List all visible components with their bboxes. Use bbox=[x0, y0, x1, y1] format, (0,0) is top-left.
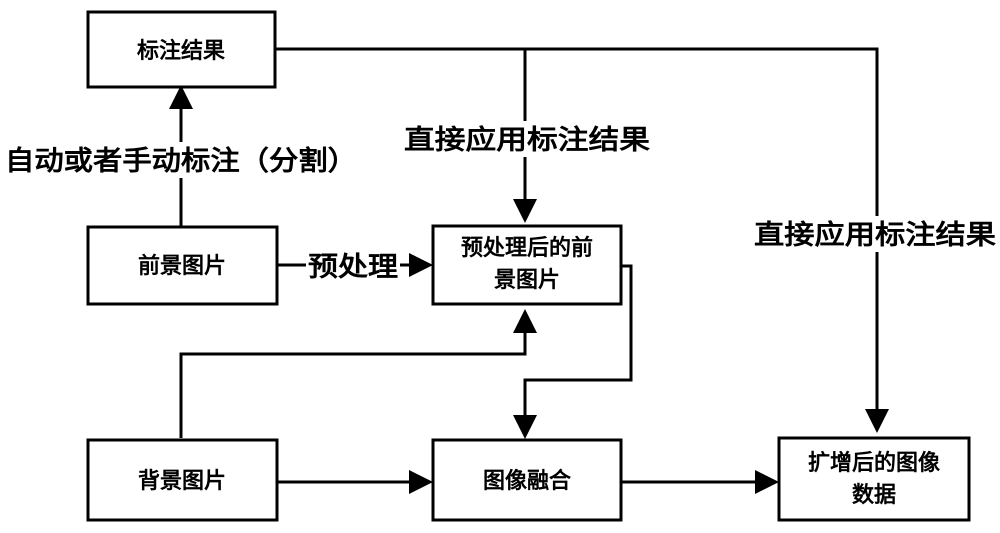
label-apply-annotation-middle: 直接应用标注结果 bbox=[404, 124, 650, 156]
node-image-fusion: 图像融合 bbox=[431, 438, 623, 522]
label-bg-apply-middle bbox=[402, 121, 652, 157]
label-auto-or-manual-annotation: 自动或者手动标注（分割） bbox=[5, 145, 357, 177]
node-annotation-result-label: 标注结果 bbox=[137, 38, 225, 64]
node-image-fusion-label: 图像融合 bbox=[483, 468, 572, 494]
node-augmented-data: 扩增后的图像 数据 bbox=[777, 436, 971, 522]
node-background-image-label: 背景图片 bbox=[138, 469, 226, 494]
label-bg-auto-annotation bbox=[0, 142, 362, 178]
node-background-image: 背景图片 bbox=[86, 438, 279, 522]
edge-annotation-to-augmented bbox=[276, 47, 889, 433]
edge-background-to-preprocessed bbox=[179, 309, 537, 438]
node-foreground-image: 前景图片 bbox=[86, 225, 279, 306]
label-bg-preprocess bbox=[306, 250, 400, 282]
node-foreground-image-label: 前景图片 bbox=[138, 253, 226, 279]
node-preprocessed-foreground-line2: 景图片 bbox=[494, 268, 560, 293]
node-preprocessed-foreground: 预处理后的前 景图片 bbox=[431, 224, 623, 306]
node-preprocessed-foreground-line1: 预处理后的前 bbox=[461, 235, 593, 261]
edge-preprocessed-to-fusion bbox=[513, 264, 633, 439]
label-apply-annotation-right: 直接应用标注结果 bbox=[754, 219, 996, 251]
node-augmented-data-line1: 扩增后的图像 bbox=[808, 450, 941, 476]
label-bg-apply-right bbox=[752, 216, 998, 252]
node-annotation-result: 标注结果 bbox=[86, 10, 277, 89]
node-augmented-data-line2: 数据 bbox=[852, 482, 896, 508]
label-preprocess: 预处理 bbox=[308, 252, 398, 283]
